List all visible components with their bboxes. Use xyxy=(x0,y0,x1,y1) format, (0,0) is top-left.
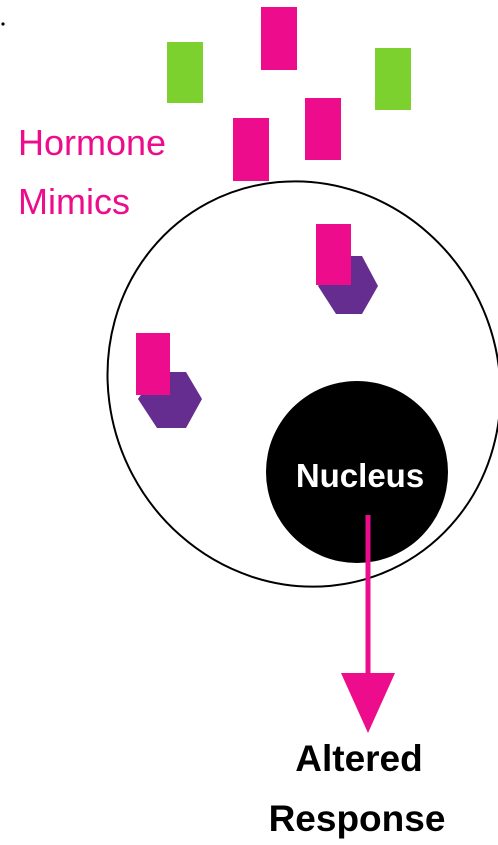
altered-response-label-line2: Response xyxy=(269,798,446,839)
hormone-block xyxy=(167,42,203,103)
corner-dot xyxy=(1,22,5,26)
hormone-mimics-label-line1: Hormone xyxy=(18,122,166,163)
mimic-block xyxy=(233,118,269,181)
altered-response-label-line1: Altered xyxy=(295,738,422,779)
hormone-mimics-label-line2: Mimics xyxy=(18,181,130,222)
nucleus xyxy=(266,381,448,563)
bound-mimic-block xyxy=(136,333,170,395)
bound-mimic-block xyxy=(316,224,351,285)
response-arrow-head xyxy=(341,673,395,733)
mimic-block xyxy=(261,7,297,70)
hormone-block xyxy=(375,48,411,110)
nucleus-label: Nucleus xyxy=(296,457,424,494)
cell-membrane xyxy=(106,180,498,588)
mimic-block xyxy=(305,98,341,160)
